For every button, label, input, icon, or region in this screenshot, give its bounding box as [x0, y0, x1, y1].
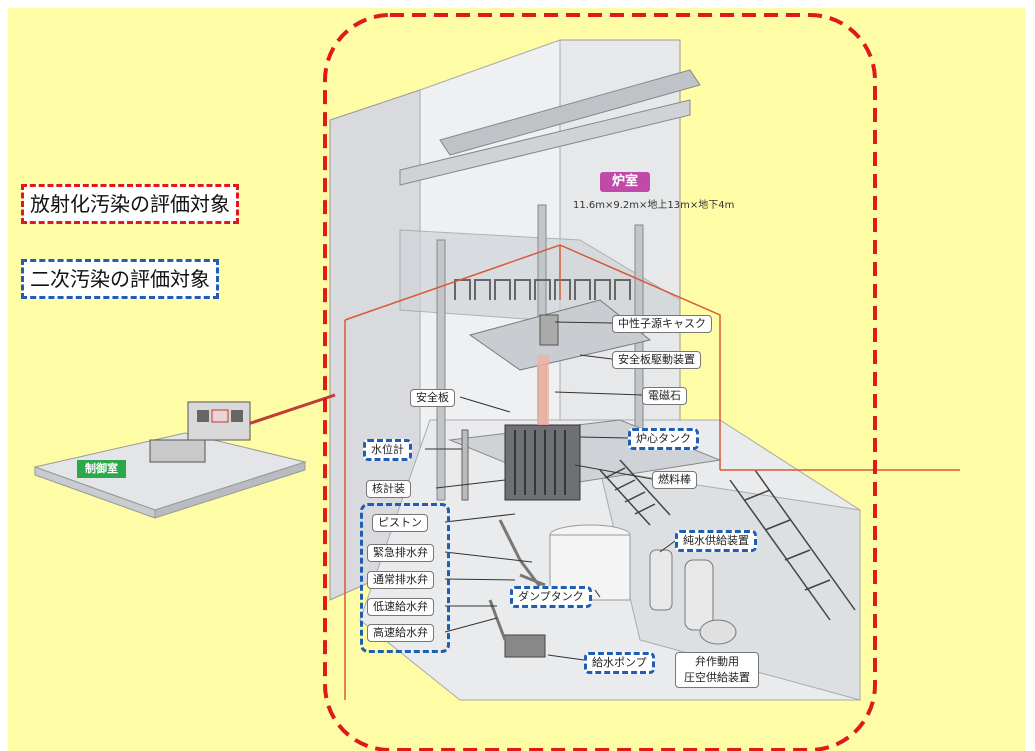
control-console [149, 439, 206, 463]
label-neutron-source-cask: 中性子源キャスク [612, 315, 712, 333]
label-electromagnet: 電磁石 [642, 387, 687, 405]
label-water-level-gauge: 水位計 [363, 439, 412, 461]
label-feed-pump: 給水ポンプ [584, 652, 655, 674]
pure-water-tank-1 [649, 549, 673, 611]
fuel-rods [514, 430, 566, 495]
leader-lines [425, 321, 676, 661]
radioactivation-boundary [323, 13, 877, 751]
label-fuel-rod: 燃料棒 [652, 471, 697, 489]
support-column-1 [436, 239, 446, 501]
feed-pump-body [504, 634, 546, 658]
overhead-crane [439, 69, 701, 156]
label-low-speed-feed-valve: 低速給水弁 [367, 598, 434, 616]
label-valve-air-supply: 弁作動用 圧空供給装置 [675, 652, 759, 688]
label-valve-air-supply-line2: 圧空供給装置 [684, 671, 750, 684]
neutron-source-cask [539, 314, 559, 346]
legend-radioactivation: 放射化汚染の評価対象 [21, 184, 239, 224]
label-dump-tank: ダンプタンク [510, 586, 592, 608]
crane-rail [399, 99, 691, 186]
label-emergency-drain-valve: 緊急排水弁 [367, 544, 434, 562]
label-safety-plate: 安全板 [410, 389, 455, 407]
control-room-title: 制御室 [77, 460, 126, 478]
label-pure-water-supply: 純水供給装置 [675, 530, 757, 552]
reactor-room-dimensions: 11.6m×9.2m×地上13m×地下4m [573, 200, 735, 211]
label-nuclear-instrument: 核計装 [366, 480, 411, 498]
label-core-tank: 炉心タンク [628, 428, 699, 450]
air-supply-tank [699, 619, 737, 645]
building-outline-lines [344, 244, 960, 700]
water-level-gauge-pipe [461, 429, 469, 501]
stairs-upper [599, 459, 671, 526]
label-piston: ピストン [372, 514, 428, 532]
stairs-lower [729, 469, 856, 621]
pure-water-tank-2 [684, 559, 714, 631]
label-normal-drain-valve: 通常排水弁 [367, 571, 434, 589]
reactor-room-title: 炉室 [600, 172, 651, 192]
legend-secondary-contamination: 二次汚染の評価対象 [21, 259, 219, 299]
core-tank [504, 424, 581, 501]
label-safety-plate-drive: 安全板駆動装置 [612, 351, 701, 369]
control-cable [244, 393, 336, 427]
railing [454, 279, 631, 300]
safety-plate-guide [537, 355, 549, 425]
drive-platform [468, 299, 652, 371]
valve-group-box [360, 503, 450, 653]
label-high-speed-feed-valve: 高速給水弁 [367, 624, 434, 642]
label-valve-air-supply-line1: 弁作動用 [695, 655, 739, 668]
